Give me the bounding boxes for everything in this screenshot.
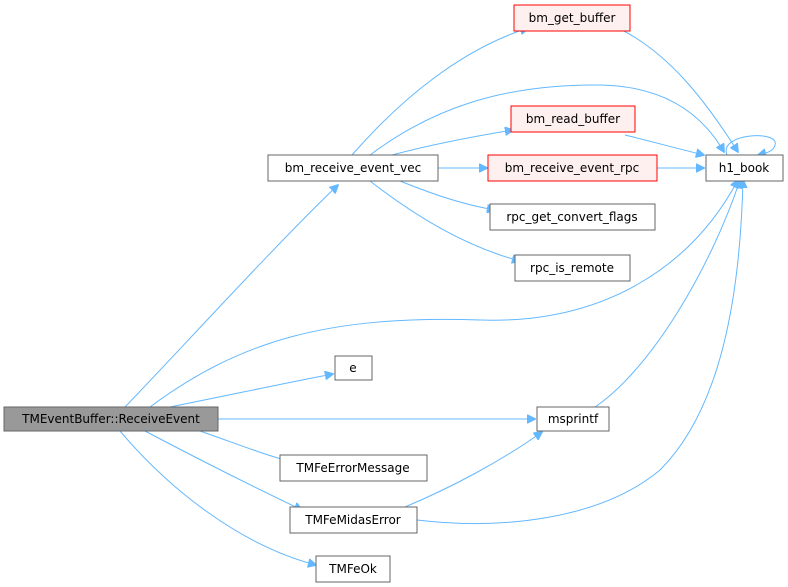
edge-h1-book-self-loop — [725, 135, 776, 155]
edge-bm-get-buffer-to-h1-book — [621, 29, 738, 152]
edge-vec-to-bm-read-buffer — [391, 130, 513, 156]
node-h1-book[interactable]: h1_book — [705, 154, 784, 182]
node-msprintf-label: msprintf — [548, 412, 599, 426]
node-h1-book-label: h1_book — [719, 161, 770, 175]
edge-tmfemidaserror-to-h1-book — [416, 180, 743, 524]
edge-msprintf-to-h1-book — [594, 180, 740, 408]
node-tmfe-error-message[interactable]: TMFeErrorMessage — [279, 454, 428, 482]
edge-receiveevent-to-tmfemidaserror — [144, 430, 302, 510]
edge-vec-to-rpc-is-remote — [369, 180, 520, 261]
node-rpc-is-remote[interactable]: rpc_is_remote — [514, 254, 631, 282]
edge-vec-to-rpc-get-convert-flags — [399, 180, 495, 210]
node-receive-event-label: TMEventBuffer::ReceiveEvent — [21, 412, 200, 426]
edge-vec-to-h1-book — [369, 84, 724, 156]
edge-receiveevent-to-bm-receive-event-vec — [124, 185, 338, 408]
node-tmfe-midas-error[interactable]: TMFeMidasError — [289, 506, 418, 534]
node-receive-event[interactable]: TMEventBuffer::ReceiveEvent — [3, 406, 219, 432]
edge-tmfemidaserror-to-msprintf — [404, 432, 542, 508]
node-e-label: e — [349, 361, 356, 375]
node-tmfe-ok-label: TMFeOk — [328, 562, 377, 576]
node-rpc-is-remote-label: rpc_is_remote — [530, 261, 614, 275]
node-rpc-get-convert-flags-label: rpc_get_convert_flags — [506, 210, 637, 224]
edge-bm-read-buffer-to-h1-book — [624, 134, 704, 155]
node-e[interactable]: e — [334, 355, 373, 381]
edge-receiveevent-to-e — [169, 374, 333, 408]
node-msprintf[interactable]: msprintf — [536, 406, 610, 432]
node-bm-read-buffer[interactable]: bm_read_buffer — [510, 105, 636, 133]
node-rpc-get-convert-flags[interactable]: rpc_get_convert_flags — [489, 203, 656, 231]
node-tmfe-error-message-label: TMFeErrorMessage — [295, 461, 409, 475]
edge-receiveevent-to-tmfeok — [119, 430, 316, 565]
node-tmfe-midas-error-label: TMFeMidasError — [304, 513, 401, 527]
edge-receiveevent-to-tmfeerrormessage — [199, 430, 292, 462]
node-bm-get-buffer-label: bm_get_buffer — [529, 11, 616, 25]
node-bm-receive-event-vec-label: bm_receive_event_vec — [285, 161, 421, 175]
nodes: TMEventBuffer::ReceiveEvent bm_receive_e… — [3, 4, 784, 583]
edge-vec-to-bm-get-buffer — [351, 28, 528, 156]
node-bm-receive-event-rpc[interactable]: bm_receive_event_rpc — [487, 154, 658, 182]
edge-receiveevent-to-h1-book — [149, 180, 738, 408]
node-bm-receive-event-rpc-label: bm_receive_event_rpc — [505, 161, 639, 175]
node-bm-get-buffer[interactable]: bm_get_buffer — [513, 4, 631, 32]
edges — [119, 28, 776, 565]
node-bm-receive-event-vec[interactable]: bm_receive_event_vec — [267, 154, 439, 182]
node-bm-read-buffer-label: bm_read_buffer — [526, 112, 620, 126]
node-tmfe-ok[interactable]: TMFeOk — [315, 555, 391, 583]
